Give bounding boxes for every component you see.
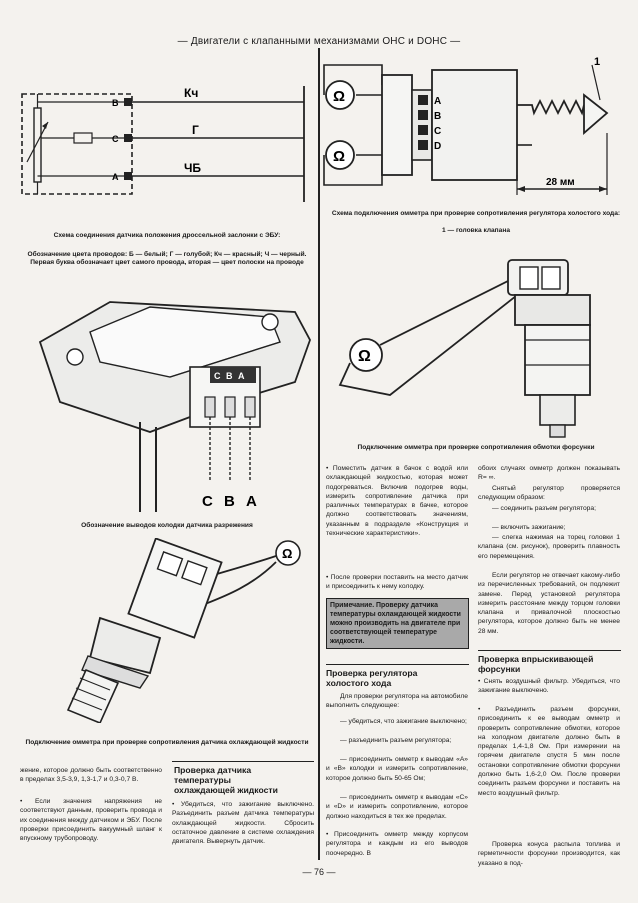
dimension-label: 28 мм xyxy=(546,177,575,188)
pin-label-c: C xyxy=(112,134,119,144)
pin-label-b: B xyxy=(224,493,235,510)
col2-heading: Проверка датчика температуры охлаждающей… xyxy=(174,765,278,795)
col4-para7: • Снять воздушный фильтр. Убедиться, что… xyxy=(478,678,620,695)
pin-label-b: B xyxy=(112,98,119,108)
ohmmeter-icon xyxy=(325,80,355,110)
col3-para3: Для проверки регулятора на автомобиле вы… xyxy=(326,693,468,710)
socket-label-b: B xyxy=(226,371,233,381)
fig2-caption: Обозначение выводов колодки датчика разр… xyxy=(81,522,253,529)
pin-label-c: C xyxy=(434,126,441,137)
col4-para4: — включить зажигание; xyxy=(492,524,566,531)
wire-label-g: Г xyxy=(192,123,199,137)
svg-text:Ω: Ω xyxy=(333,148,345,165)
col3-para1: • Поместить датчик в бачок с водой или о… xyxy=(326,465,468,538)
column-divider xyxy=(318,48,320,860)
fig4-caption: Схема подключения омметра при проверке с… xyxy=(331,210,621,217)
pin-label-b: B xyxy=(434,111,441,122)
pin-label-c: C xyxy=(202,493,213,510)
socket-label-a: A xyxy=(238,371,245,381)
col4-para6: Если регулятор не отвечает какому-либо и… xyxy=(478,572,620,635)
col3-para4: — убедиться, что зажигание выключено; xyxy=(340,718,467,725)
coolant-sensor-drawing: Ω xyxy=(66,538,301,723)
page-number: — 76 — xyxy=(302,867,336,877)
ohmmeter-icon xyxy=(325,140,355,170)
pin-label-a: A xyxy=(246,493,257,510)
col4-heading-rule xyxy=(478,650,621,652)
injector-drawing: Ω xyxy=(338,259,591,438)
col4-para3: — соединить разъем регулятора; xyxy=(492,505,596,512)
pin-label-a: A xyxy=(434,96,441,107)
col1-para1: жение, которое должно быть соответственн… xyxy=(20,767,162,784)
col3-para5: — разъединить разъем регулятора; xyxy=(340,737,452,744)
note-box: Примечание. Проверку датчика температуры… xyxy=(326,598,469,649)
svg-text:Ω: Ω xyxy=(282,546,292,561)
fig3-caption: Подключение омметра при проверке сопроти… xyxy=(25,739,309,746)
col2-heading-rule xyxy=(172,761,314,763)
fig4-legend: 1 — головка клапана xyxy=(442,227,510,234)
col2-para1: • Убедиться, что зажигание выключено. Ра… xyxy=(172,801,314,846)
col4-para5: — слегка нажимая на торец головки 1 клап… xyxy=(478,534,620,560)
wire-label-chb: ЧБ xyxy=(184,161,201,175)
svg-text:Ω: Ω xyxy=(358,348,371,365)
pin-label-d: D xyxy=(434,141,441,152)
vacuum-sensor-drawing: C B A C B A xyxy=(38,301,311,512)
ohmmeter-icon xyxy=(349,338,383,372)
col4-para9: Проверка конуса распыла топлива и гермет… xyxy=(478,841,620,867)
col4-heading: Проверка впрыскивающей форсунки xyxy=(478,654,594,674)
running-header: — Двигатели с клапанными механизмами OHC… xyxy=(177,36,461,47)
pin-label-a: A xyxy=(112,172,119,182)
wire-label-kch: Кч xyxy=(184,86,198,100)
callout-1: 1 xyxy=(594,56,600,68)
idle-regulator-schematic: Ω Ω A B C D 1 28 мм xyxy=(323,56,609,195)
col4-para1: обоих случаях омметр должен показывать R… xyxy=(478,465,620,482)
col4-para2: Снятый регулятор проверяется следующим о… xyxy=(478,485,620,502)
col3-para6: — присоединить омметр к выводам «А» и «В… xyxy=(326,756,468,782)
col3-heading-rule xyxy=(326,664,469,666)
svg-text:Ω: Ω xyxy=(333,88,345,105)
col3-para7: — присоединить омметр к выводам «С» и «D… xyxy=(326,794,468,820)
col3-para8: • Присоединить омметр между корпусом рег… xyxy=(326,831,468,857)
col1-para2: • Если значения напряжения не соответств… xyxy=(20,798,162,843)
fig1-caption: Схема соединения датчика положения дросс… xyxy=(53,232,281,239)
fig1-legend: Обозначение цвета проводов: Б — белый; Г… xyxy=(27,251,307,266)
col4-para8: • Разъединить разъем форсунки, присоедин… xyxy=(478,706,620,797)
fig5-caption: Подключение омметра при проверке сопроти… xyxy=(357,444,595,451)
col3-heading: Проверка регулятора холостого хода xyxy=(326,668,418,688)
socket-label-c: C xyxy=(214,371,221,381)
ohmmeter-icon xyxy=(275,540,301,566)
throttle-sensor-schematic: B C A Кч Г ЧБ xyxy=(21,86,305,202)
col3-para2: • После проверки поставить на место датч… xyxy=(326,574,468,591)
